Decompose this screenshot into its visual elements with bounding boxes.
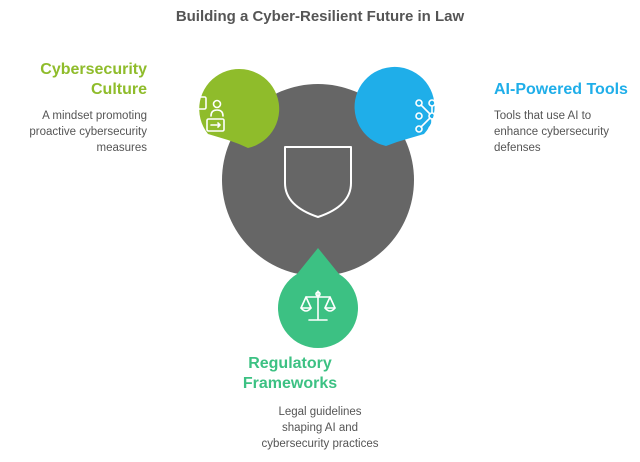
neural-network-icon [415, 99, 449, 133]
culture-desc-line3: measures [96, 142, 148, 154]
regulatory-description: Legal guidelines shaping AI and cybersec… [225, 404, 415, 452]
regulatory-desc-line2: shaping AI and [281, 422, 359, 434]
culture-description: A mindset promoting proactive cybersecur… [0, 108, 147, 156]
regulatory-heading-line2: Frameworks [242, 375, 338, 392]
tools-desc-line3: defenses [494, 142, 541, 154]
regulatory-desc-line3: cybersecurity practices [261, 438, 379, 450]
tools-heading: AI-Powered Tools [494, 81, 628, 98]
culture-teardrop [199, 68, 280, 148]
culture-desc-line2: proactive cybersecurity [29, 126, 147, 138]
regulatory-node[interactable] [278, 248, 358, 349]
culture-node[interactable] [188, 68, 280, 148]
culture-desc-line1: A mindset promoting [42, 110, 147, 122]
regulatory-desc-line1: Legal guidelines [278, 406, 362, 418]
scales-icon [300, 290, 336, 321]
tools-desc-line2: enhance cybersecurity [494, 126, 610, 138]
page-title: Building a Cyber-Resilient Future in Law [175, 8, 465, 25]
tools-teardrop [354, 66, 435, 146]
tools-node[interactable] [354, 66, 449, 146]
culture-heading: Cybersecurity Culture [7, 60, 147, 100]
tools-description: Tools that use AI to enhance cybersecuri… [494, 108, 634, 156]
conversation-icon [188, 96, 225, 133]
shield-icon [284, 146, 352, 218]
regulatory-heading: Regulatory Frameworks [230, 354, 350, 394]
culture-heading-line1: Cybersecurity [40, 61, 147, 78]
tools-desc-line1: Tools that use AI to [494, 110, 592, 122]
culture-heading-line2: Culture [91, 81, 147, 98]
regulatory-heading-line1: Regulatory [248, 355, 332, 372]
